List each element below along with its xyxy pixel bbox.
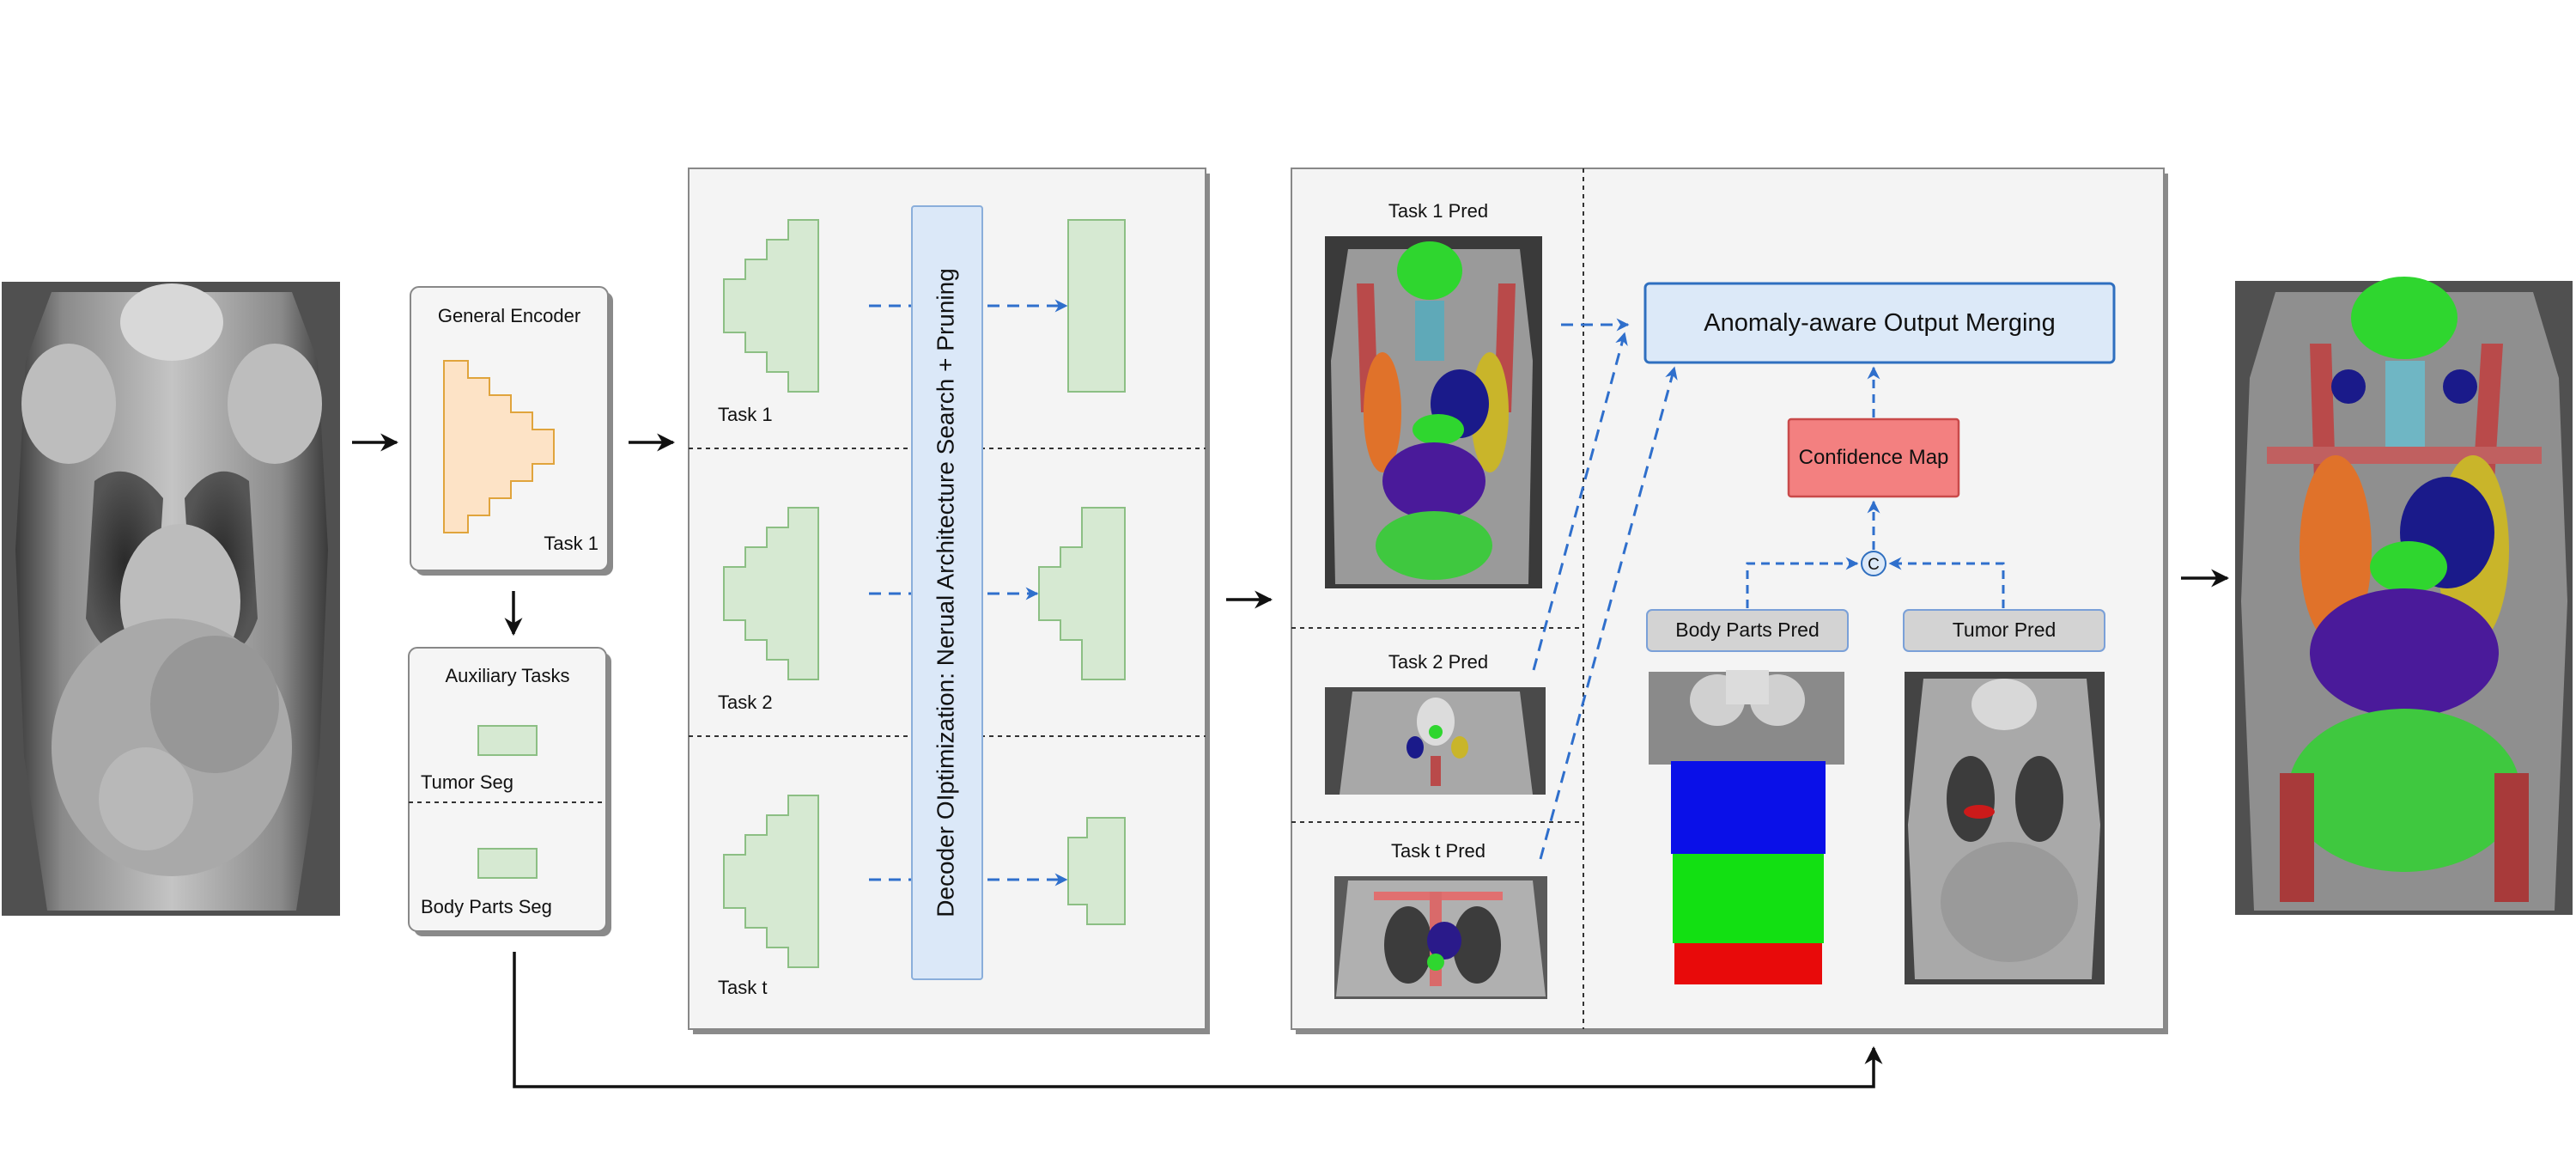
decoder-task2-encoder-shape — [723, 507, 819, 680]
encoder-shape — [443, 360, 555, 533]
final-output-image — [2235, 277, 2573, 915]
task1-pred-image — [1325, 236, 1542, 588]
decoder-panel: Task 1 Task 2 Task t Decoder OIptimizati… — [688, 168, 1210, 1034]
arrow-taskt-pred-to-merge — [1539, 366, 1678, 860]
body-parts-seg-label: Body Parts Seg — [421, 896, 552, 917]
concat-node-symbol: C — [1868, 556, 1880, 574]
encoder-title: General Encoder — [438, 305, 580, 326]
decoder-taskt-decoder-shape — [1067, 817, 1126, 925]
tumor-seg-block — [477, 725, 538, 756]
arrow-auxiliary-to-merging — [513, 952, 1883, 1088]
prediction-merging-panel: Task 1 Pred Task 2 Pred Tas — [1291, 168, 2168, 1034]
decoder-task1-encoder-shape — [723, 219, 819, 393]
anomaly-output-merging-box — [1643, 282, 2116, 364]
task2-pred-image — [1325, 687, 1546, 795]
decoder-task1-decoder-shape — [1067, 219, 1126, 393]
decoder-optimization-banner-text: Decoder OIptimization: Nerual Architectu… — [932, 268, 958, 917]
task1-pred-label: Task 1 Pred — [1388, 200, 1488, 222]
decoder-task2-decoder-shape — [1038, 507, 1126, 680]
body-parts-pred-box — [1646, 609, 1849, 652]
body-parts-pred-image — [1649, 670, 1844, 984]
auxiliary-tasks-card: Auxiliary Tasks Tumor Seg Body Parts Seg — [408, 647, 611, 936]
tumor-pred-label: Tumor Pred — [1953, 618, 2057, 641]
auxiliary-title: Auxiliary Tasks — [445, 665, 569, 686]
body-parts-pred-label: Body Parts Pred — [1675, 618, 1819, 641]
tumor-pred-box — [1903, 609, 2105, 652]
decoder-task1-label: Task 1 — [718, 404, 773, 425]
taskt-pred-label: Task t Pred — [1391, 840, 1485, 862]
arrow-body-parts-to-concat — [1746, 557, 1859, 608]
encoder-task-label: Task 1 — [544, 533, 598, 554]
confidence-map-box — [1787, 417, 1960, 498]
confidence-map-label: Confidence Map — [1799, 446, 1949, 469]
general-encoder-card: General Encoder Task 1 — [410, 286, 613, 576]
concat-node — [1861, 551, 1886, 576]
decoder-taskt-label: Task t — [718, 977, 767, 998]
task2-pred-label: Task 2 Pred — [1388, 651, 1488, 673]
tumor-pred-image — [1905, 672, 2105, 984]
body-parts-seg-block — [477, 848, 538, 879]
decoder-task2-label: Task 2 — [718, 692, 773, 713]
decoder-optimization-banner — [911, 205, 983, 980]
anomaly-output-merging-label: Anomaly-aware Output Merging — [1704, 309, 2055, 337]
tumor-seg-label: Tumor Seg — [421, 771, 513, 793]
arrow-tumor-to-concat — [1888, 557, 2005, 608]
taskt-pred-image — [1334, 876, 1547, 999]
decoder-taskt-encoder-shape — [723, 795, 819, 968]
input-ct-scan — [2, 282, 340, 916]
